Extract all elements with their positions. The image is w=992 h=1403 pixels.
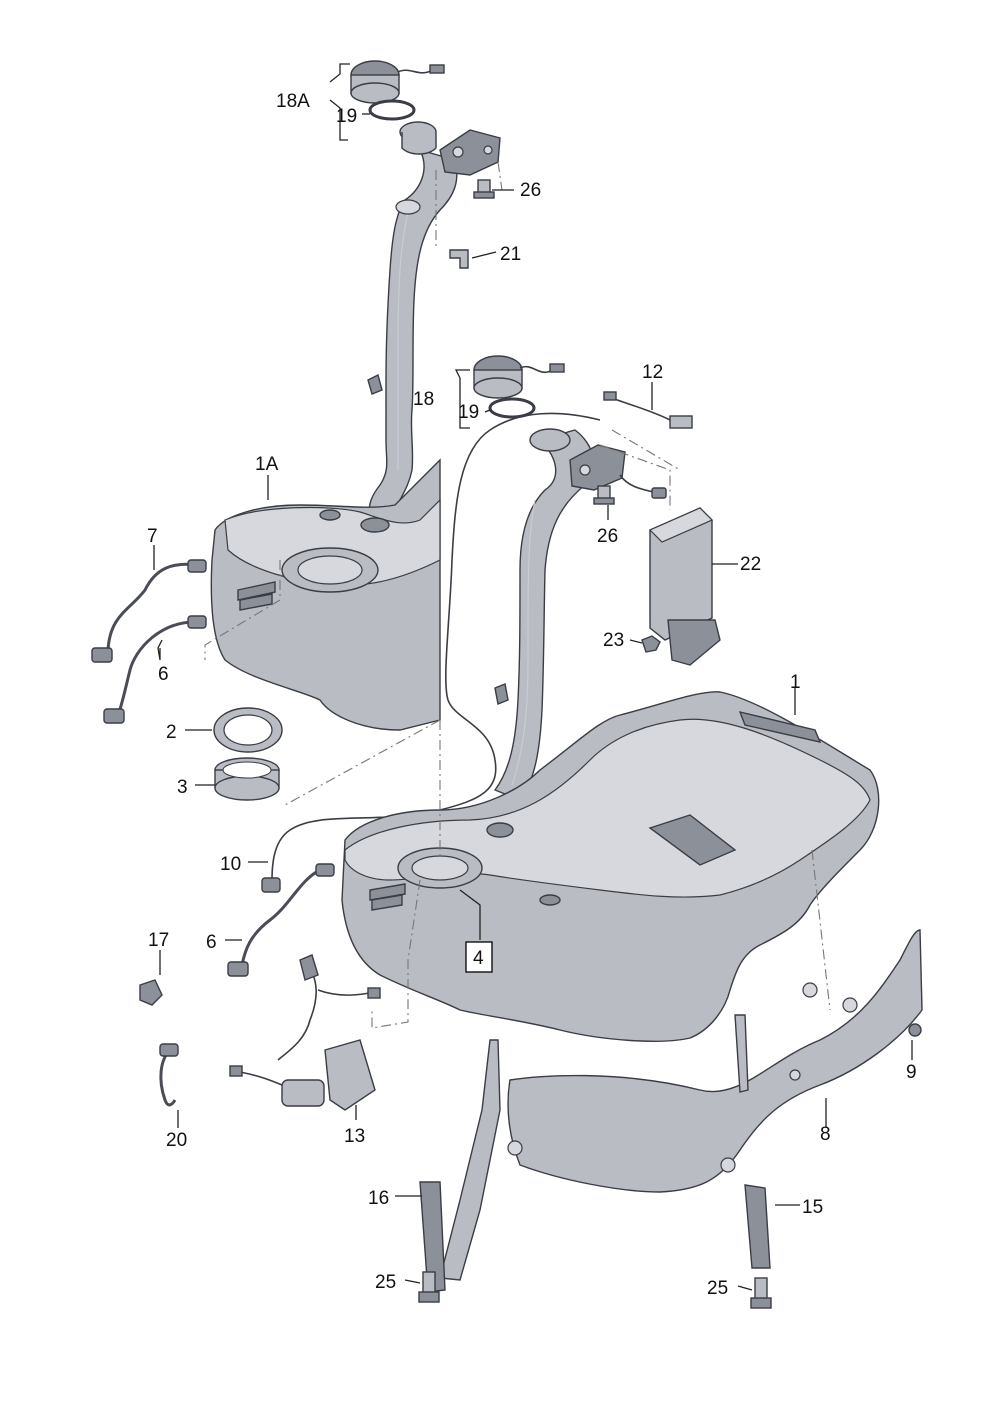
label-12: 12 [642, 362, 663, 383]
fuel-line-7 [91, 559, 207, 663]
label-17: 17 [148, 930, 169, 951]
bolt-26a [473, 179, 495, 199]
label-8: 8 [820, 1124, 831, 1145]
label-7: 7 [147, 526, 158, 547]
strap-16 [419, 1039, 501, 1293]
label-10: 10 [220, 854, 241, 875]
leader-lines [153, 63, 913, 1291]
label-2: 2 [166, 722, 177, 743]
label-16: 16 [368, 1188, 389, 1209]
fuel-tank-1 [341, 691, 880, 1042]
label-13: 13 [344, 1126, 365, 1147]
fuel-cap-18 [473, 355, 565, 399]
label-6a: 6 [158, 664, 169, 685]
charcoal-canister-22 [619, 474, 721, 666]
nut-23 [641, 635, 661, 653]
label-22: 22 [740, 554, 761, 575]
seal-3 [214, 757, 280, 801]
seal-ring-19a [368, 99, 416, 121]
label-26a: 26 [520, 180, 541, 201]
label-20: 20 [166, 1130, 187, 1151]
label-3: 3 [177, 777, 188, 798]
label-26b: 26 [597, 526, 618, 547]
label-15: 15 [802, 1197, 823, 1218]
bolt-26b [593, 485, 615, 505]
label-25b: 25 [707, 1278, 728, 1299]
fuel-line-6b [227, 863, 335, 977]
label-9: 9 [906, 1062, 917, 1083]
filler-neck-1 [493, 428, 626, 801]
vent-line [271, 412, 601, 881]
vent-line-connector [261, 877, 281, 893]
strap-15 [734, 1014, 771, 1269]
fuel-tank-1a [210, 458, 441, 731]
label-1a: 1A [255, 454, 279, 475]
label-18: 18 [413, 389, 434, 410]
elbow-21 [449, 249, 469, 269]
bolt-25a [418, 1271, 440, 1303]
label-19a: 19 [336, 106, 357, 127]
hose-20 [159, 1043, 179, 1107]
wiring-connector-12 [603, 391, 693, 429]
fuel-cap-18a [350, 60, 445, 104]
label-4-box [465, 941, 493, 973]
seal-ring-19b [488, 397, 536, 419]
label-19b: 19 [458, 402, 479, 423]
label-23: 23 [603, 630, 624, 651]
label-4: 4 [473, 948, 484, 969]
part-labels: 1 1A 2 3 4 6 6 7 8 9 10 12 13 15 16 17 1… [147, 91, 917, 1299]
clip-17 [139, 979, 163, 1006]
filler-neck-1a [367, 121, 501, 513]
fuel-line-6a [103, 615, 207, 724]
label-25a: 25 [375, 1272, 396, 1293]
heat-shield-8 [507, 929, 923, 1193]
locking-ring-2 [213, 707, 283, 753]
label-21: 21 [500, 244, 521, 265]
dashed-association-lines [204, 161, 831, 1029]
label-1: 1 [790, 672, 801, 693]
fuel-pump-13 [229, 954, 381, 1111]
label-6b: 6 [206, 932, 217, 953]
bolt-25b [750, 1277, 772, 1309]
nut-9 [908, 1023, 922, 1037]
label-18a: 18A [276, 91, 310, 112]
